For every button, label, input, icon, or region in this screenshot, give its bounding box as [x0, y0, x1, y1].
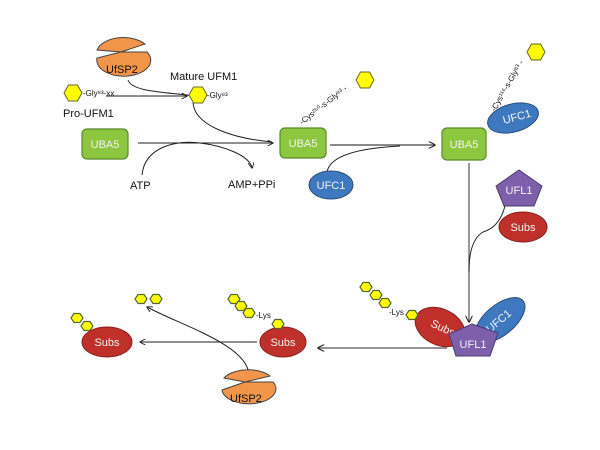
chain-hex-7 [242, 307, 256, 319]
ufsp2-label-bottom: UfSP2 [230, 393, 262, 405]
subs-label-3: Subs [270, 337, 296, 349]
amp-ppi-label: AMP+PPi [228, 179, 275, 191]
ufc1-ellipse-2 [487, 102, 539, 134]
ufc1-curve [326, 145, 401, 173]
uba5-box-3 [441, 127, 487, 161]
uba5-box-1 [81, 128, 129, 160]
chain-hex-1 [359, 281, 373, 293]
subs-ellipse-4 [81, 326, 133, 358]
chain-hex-2 [369, 289, 383, 301]
subs-ellipse-3 [259, 326, 307, 358]
ufl1-pentagon-1 [495, 169, 543, 207]
uba5-label-1: UBA5 [91, 139, 120, 151]
ufc1-label-1: UFC1 [317, 180, 346, 192]
pro-ufm1-label: Pro-UFM1 [63, 108, 114, 120]
final-hex-2 [80, 320, 94, 332]
subs-ellipse-1 [498, 211, 548, 243]
subs-label-4: Subs [94, 337, 120, 349]
subs-label-1: Subs [510, 222, 536, 234]
ufl1-label-2: UFL1 [460, 339, 487, 351]
uba5-ufm1-hexagon [355, 71, 375, 89]
ufsp2-bottom-top [223, 369, 272, 383]
uba5-box-2 [279, 127, 327, 159]
cys250-label: -Cys²⁵⁰-s-Gly⁸³ - [298, 84, 349, 127]
free-hex-1 [134, 293, 148, 305]
atp-label: ATP [130, 180, 151, 192]
ufsp2-bottom [221, 381, 277, 405]
ufsp2-top: UfSP2 [96, 37, 152, 77]
ufsp2-label: UfSP2 [106, 64, 138, 76]
chain-hex-3 [378, 297, 392, 309]
mature-ufm1-gly-label: -Gly⁸³ [207, 91, 228, 100]
lys-label-2: -Lys [256, 311, 271, 320]
final-hex-1 [70, 312, 84, 324]
mature-ufm1-label: Mature UFM1 [170, 71, 237, 83]
pro-ufm1-gly-label: -Gly⁸³-xx [83, 89, 114, 98]
ufl1-subs-curve [468, 205, 506, 273]
pro-ufm1-hexagon [63, 84, 83, 102]
ufl1-pentagon-2 [448, 323, 499, 357]
ufl1-label-1: UFL1 [506, 185, 533, 197]
mature-ufm1-hexagon [188, 86, 208, 104]
atp-curve [141, 141, 252, 176]
lys-label-1: -Lys [389, 308, 404, 317]
uba5-label-3: UBA5 [450, 139, 479, 151]
ufc1-ufm1-hexagon [526, 43, 546, 61]
ufsp2-cleavage-arrow [147, 307, 250, 376]
ufc1-ellipse-1 [308, 170, 354, 200]
free-hex-2 [149, 293, 163, 305]
uba5-label-2: UBA5 [289, 138, 318, 150]
chain-hex-8 [271, 318, 285, 330]
mature-ufm1-curve [192, 102, 273, 143]
chain-hex-4 [405, 309, 419, 321]
